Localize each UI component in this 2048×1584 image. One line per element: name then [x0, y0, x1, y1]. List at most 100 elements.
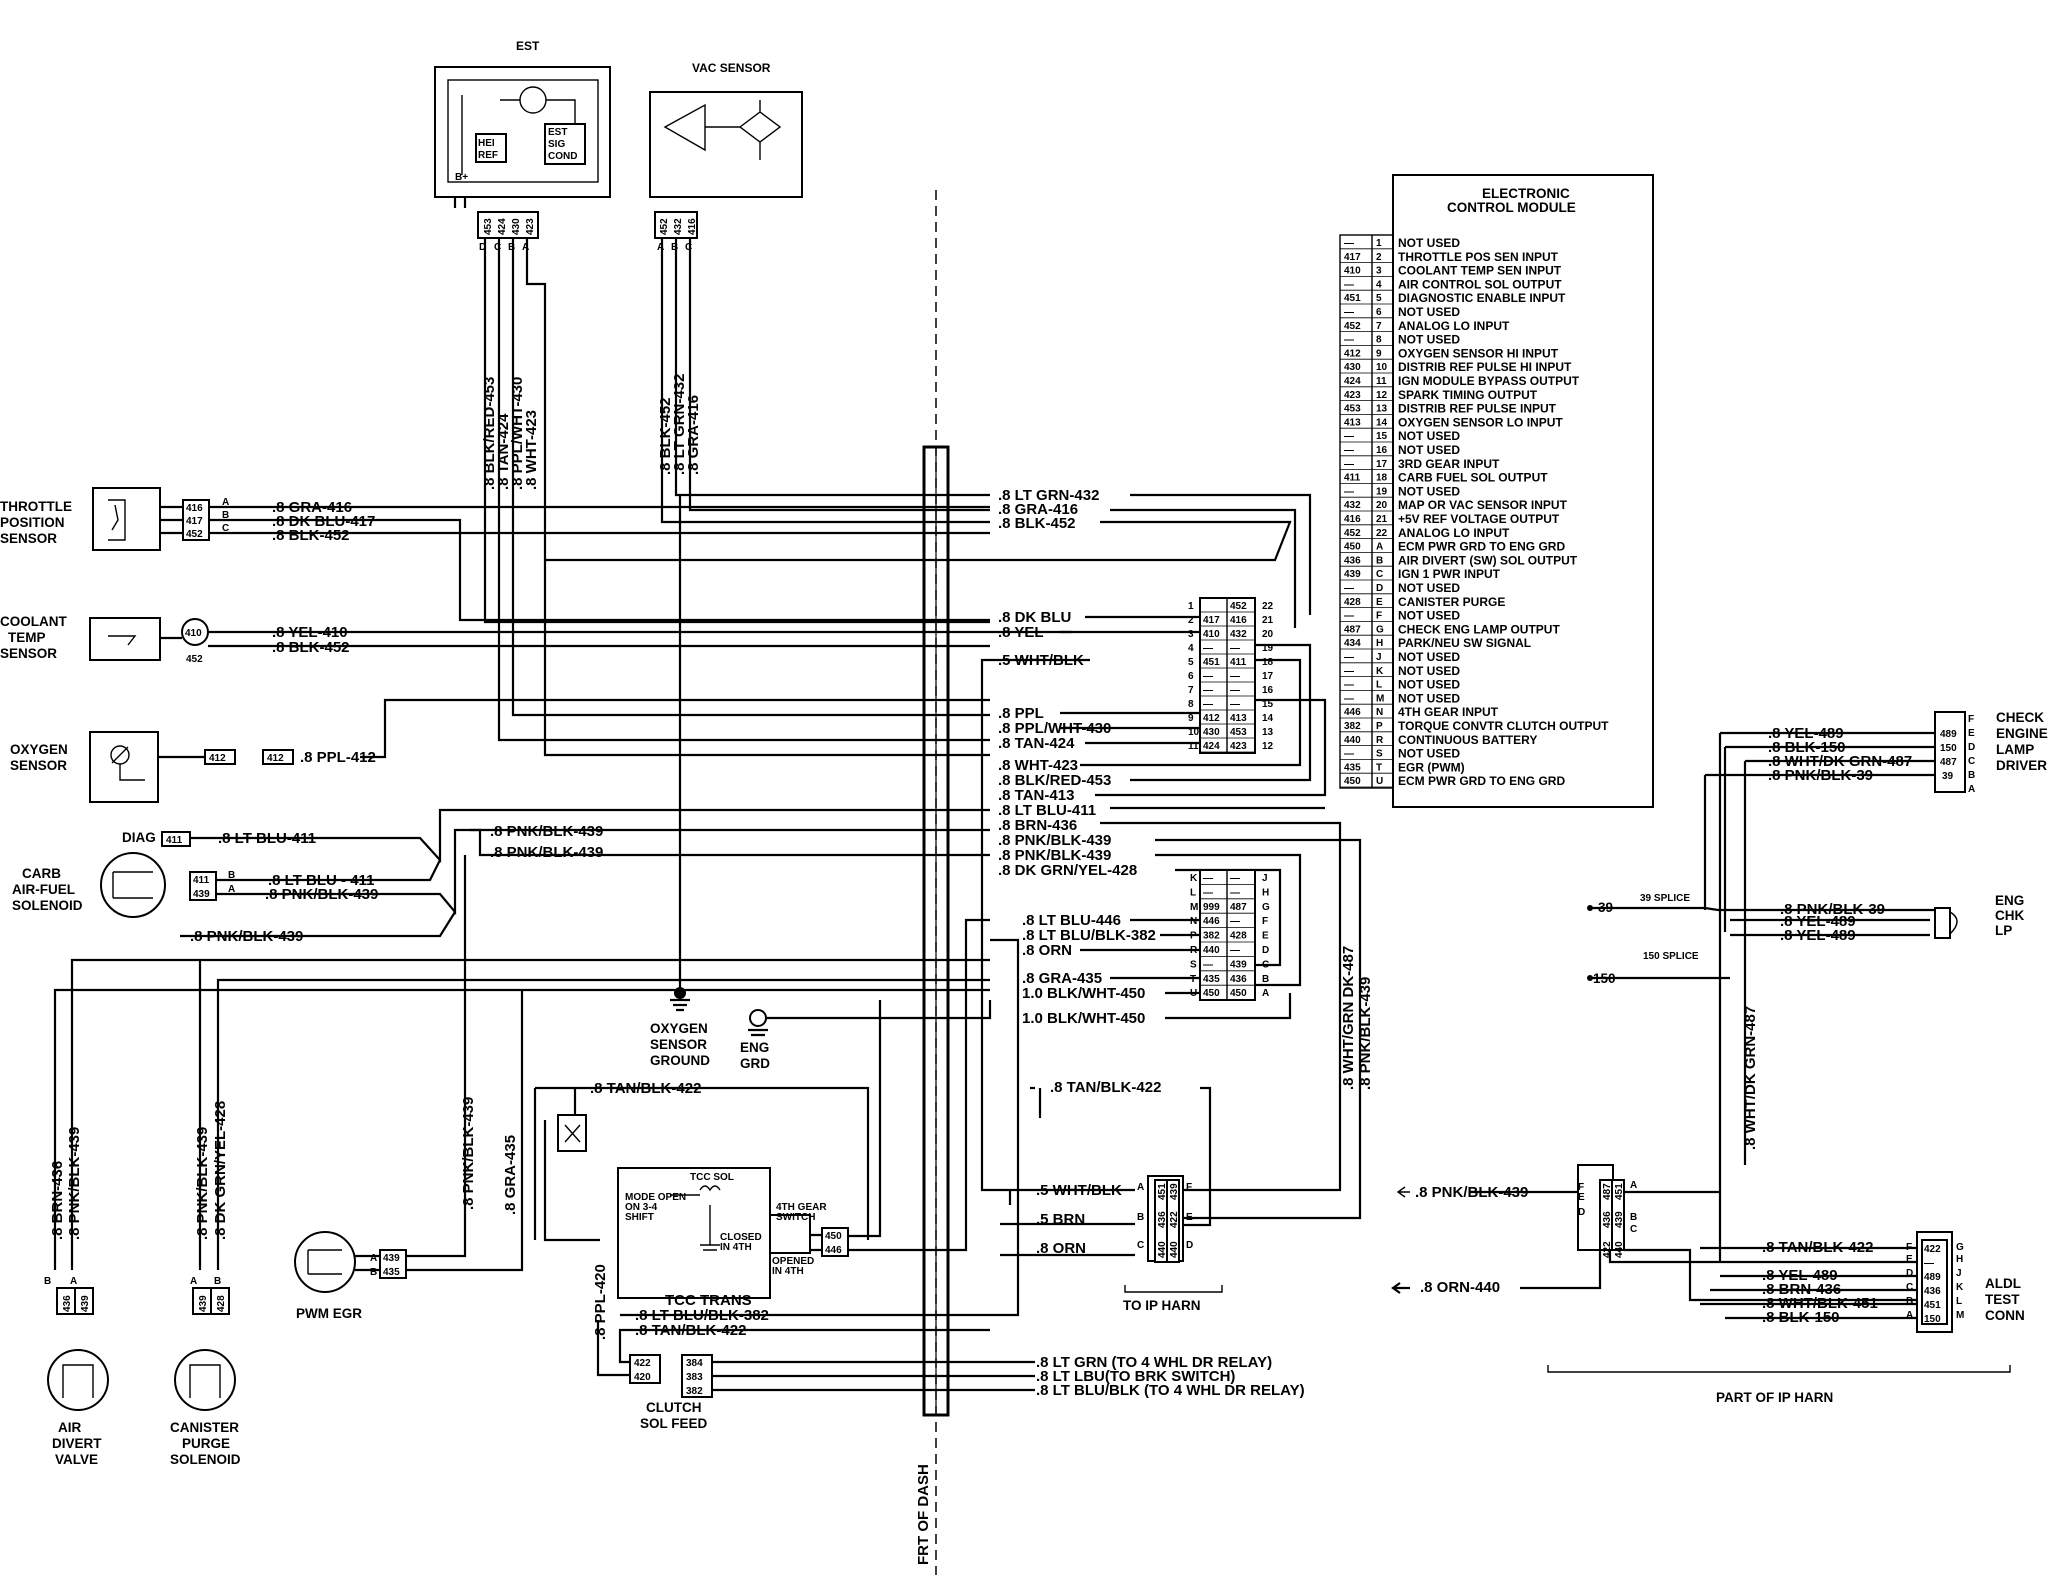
svg-text:E: E	[1906, 1254, 1913, 1265]
svg-text:.8 TAN-413: .8 TAN-413	[998, 787, 1074, 804]
svg-text:487: 487	[1940, 757, 1957, 768]
connector-a-wire-left: 430	[1203, 727, 1220, 738]
svg-text:TEMP: TEMP	[8, 630, 46, 645]
ecm-pin-id: 21	[1376, 514, 1388, 525]
svg-text:A: A	[1137, 1182, 1144, 1193]
ecm-pin-id: H	[1376, 638, 1383, 649]
svg-text:HEI: HEI	[478, 138, 495, 149]
svg-text:OXYGEN: OXYGEN	[650, 1021, 708, 1036]
svg-text:AIR: AIR	[58, 1420, 82, 1435]
connector-a-pin-right: 14	[1262, 713, 1274, 724]
firewall-bulkhead: FRT OF DASH	[915, 190, 950, 1575]
ecm-pin-id: 16	[1376, 445, 1388, 456]
svg-text:SHIFT: SHIFT	[625, 1212, 654, 1223]
svg-text:452: 452	[186, 529, 203, 540]
ecm-pin-id: 12	[1376, 390, 1388, 401]
svg-text:.8 TAN-424: .8 TAN-424	[998, 735, 1075, 752]
connector-b-wire-right: —	[1230, 945, 1240, 956]
ecm-wire-number: 423	[1344, 390, 1361, 401]
connector-b-pin-left: L	[1190, 887, 1196, 898]
ecm-pin-id: A	[1376, 542, 1383, 553]
svg-text:412: 412	[209, 753, 226, 764]
ecm-wire-number: 451	[1344, 293, 1361, 304]
connector-b-pin-right: B	[1262, 974, 1269, 985]
svg-text:C: C	[1137, 1240, 1144, 1251]
svg-text:ALDL: ALDL	[1985, 1276, 2021, 1291]
svg-text:.8 PNK/BLK-439: .8 PNK/BLK-439	[66, 1127, 83, 1240]
svg-text:IN 4TH: IN 4TH	[772, 1266, 804, 1277]
svg-text:410: 410	[185, 628, 202, 639]
svg-text:451: 451	[1924, 1300, 1941, 1311]
connector-a-pin-left: 6	[1188, 671, 1194, 682]
svg-text:ON 3-4: ON 3-4	[625, 1202, 658, 1213]
connector-a-wire-right: 413	[1230, 713, 1247, 724]
ecm-pin-label: CARB FUEL SOL OUTPUT	[1398, 471, 1548, 485]
svg-text:450: 450	[825, 1231, 842, 1242]
oxygen-sensor: OXYGEN SENSOR 412 412 .8 PPL-412	[10, 698, 990, 803]
connector-b-pin-right: J	[1262, 873, 1268, 884]
svg-text:382: 382	[686, 1386, 703, 1397]
svg-text:L: L	[1956, 1296, 1962, 1307]
svg-text:.8 BRN-436: .8 BRN-436	[998, 817, 1077, 834]
ecm-pin-id: 18	[1376, 473, 1388, 484]
svg-text:.8 BLK-150: .8 BLK-150	[1768, 739, 1846, 756]
svg-text:B: B	[44, 1276, 51, 1287]
svg-text:424: 424	[497, 218, 508, 235]
svg-text:.8 TAN/BLK-422: .8 TAN/BLK-422	[1050, 1079, 1161, 1096]
ecm-pin-label: NOT USED	[1398, 678, 1460, 692]
connector-b-wire-left: 446	[1203, 916, 1220, 927]
connector-a-wire-left: 410	[1203, 629, 1220, 640]
ecm-pin-label: CHECK ENG LAMP OUTPUT	[1398, 622, 1560, 636]
svg-text:SENSOR: SENSOR	[650, 1037, 707, 1052]
svg-text:ENG: ENG	[1995, 893, 2024, 908]
svg-text:446: 446	[825, 1245, 842, 1256]
svg-text:POSITION: POSITION	[0, 515, 65, 530]
ecm-wire-number: —	[1344, 238, 1354, 249]
ecm-pin-label: NOT USED	[1398, 609, 1460, 623]
connector-b-wire-right: 439	[1230, 959, 1247, 970]
connector-a-wire-right: —	[1230, 699, 1240, 710]
svg-text:C: C	[1906, 1282, 1913, 1293]
ecm-pin-id: 2	[1376, 252, 1382, 263]
ecm-pin-label: NOT USED	[1398, 747, 1460, 761]
connector-b-pin-left: P	[1190, 931, 1197, 942]
ecm-wire-number: 446	[1344, 707, 1361, 718]
svg-text:—: —	[1924, 1258, 1934, 1269]
svg-text:J: J	[1956, 1268, 1962, 1279]
svg-text:A: A	[70, 1276, 77, 1287]
ecm-pin-label: OXYGEN SENSOR LO INPUT	[1398, 415, 1563, 429]
svg-text:TEST: TEST	[1985, 1292, 2020, 1307]
ecm-wire-number: 416	[1344, 514, 1361, 525]
svg-text:428: 428	[216, 1295, 227, 1312]
carb-solenoid: DIAG 411 .8 LT BLU-411 CARB AIR-FUEL SOL…	[12, 808, 990, 945]
ecm-pin-id: B	[1376, 555, 1383, 566]
ecm-wire-number: —	[1344, 307, 1354, 318]
svg-text:417: 417	[186, 516, 203, 527]
ecm-wire-number: 413	[1344, 417, 1361, 428]
ecm-pin-id: 20	[1376, 500, 1388, 511]
svg-text:C: C	[685, 242, 692, 253]
svg-text:C: C	[494, 242, 501, 253]
connector-a-pin-left: 11	[1188, 741, 1199, 752]
ecm-wire-number: —	[1344, 445, 1354, 456]
svg-text:D: D	[479, 242, 486, 253]
svg-text:.8 PNK/BLK-439: .8 PNK/BLK-439	[1415, 1184, 1528, 1201]
svg-text:.8 WHT/BLK-451: .8 WHT/BLK-451	[1762, 1295, 1878, 1312]
est-title: EST	[516, 39, 540, 53]
svg-text:.8 BLK-452: .8 BLK-452	[998, 515, 1076, 532]
connector-b-pin-right: F	[1262, 916, 1268, 927]
svg-text:422: 422	[1602, 1241, 1613, 1258]
svg-text:.8 WHT-423: .8 WHT-423	[998, 757, 1078, 774]
